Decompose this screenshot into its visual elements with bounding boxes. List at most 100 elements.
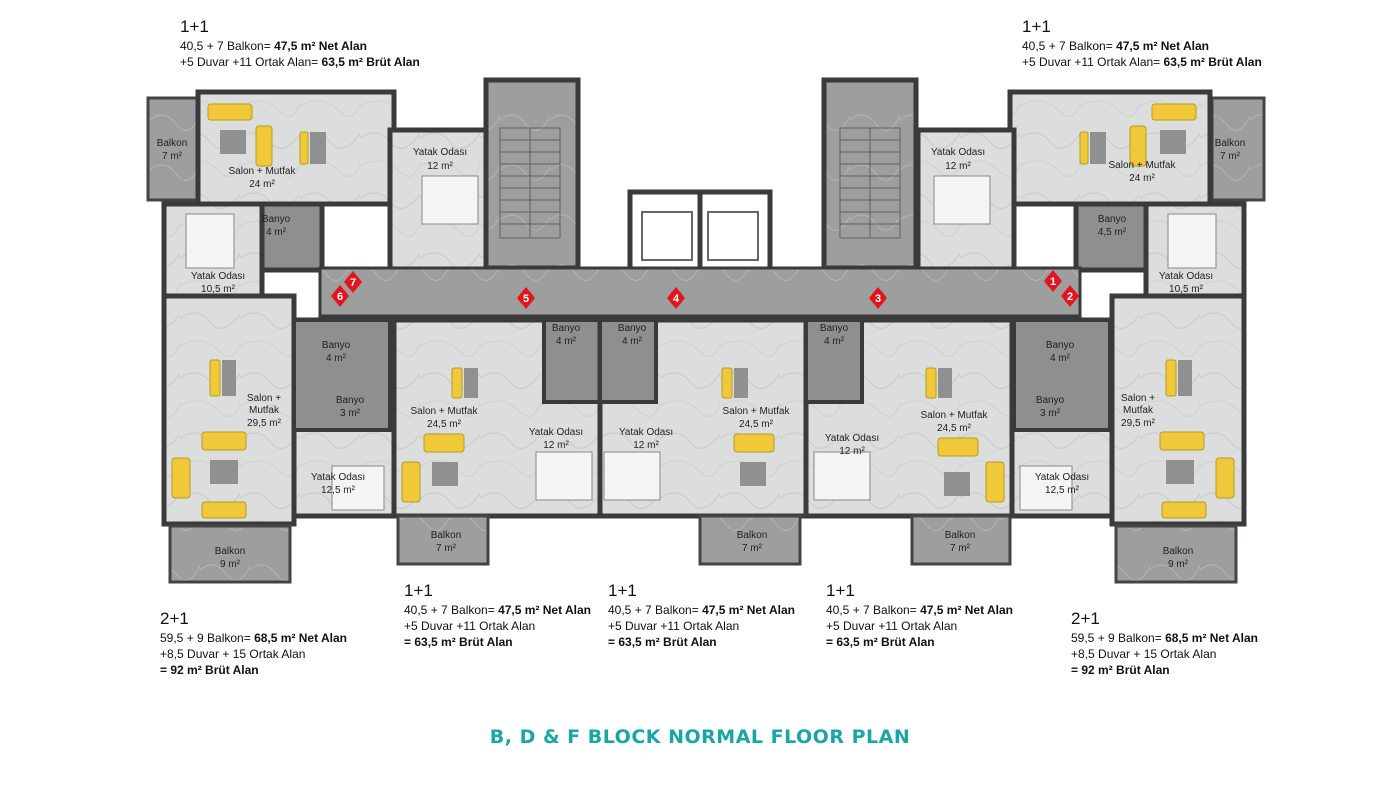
room-m2-salon-name: Salon + Mutfak	[723, 406, 791, 417]
marker-3: 3	[869, 287, 887, 309]
room-br-banyo1-area: 4 m²	[1050, 353, 1071, 364]
room-m1-banyo-area: 4 m²	[556, 336, 577, 347]
svg-text:6: 6	[337, 291, 343, 303]
room-tr-salon-area: 24 m²	[1129, 173, 1155, 184]
room-br-banyo2-name: Banyo	[1036, 395, 1065, 406]
room-bl-salon-area: 29,5 m²	[247, 418, 282, 429]
room-m2-balkon-name: Balkon	[737, 530, 768, 541]
unit-net-area: 47,5 m² Net Alan	[702, 603, 795, 617]
room-tl-yatak-name: Yatak Odası	[413, 147, 467, 158]
unit-info-bottom-left: 2+1 59,5 + 9 Balkon= 68,5 m² Net Alan +8…	[160, 608, 347, 678]
entrance-markers: 1 2 3 4 5 6 7	[331, 270, 1079, 309]
unit-net-formula: 40,5 + 7 Balkon=	[404, 603, 499, 617]
room-m3-yatak-area: 12 m²	[839, 446, 865, 457]
unit-type: 1+1	[1022, 17, 1051, 36]
unit-type: 1+1	[404, 581, 433, 600]
room-m1-balkon-name: Balkon	[431, 530, 462, 541]
room-m2-banyo-name: Banyo	[618, 323, 647, 334]
room-m3-banyo-area: 4 m²	[824, 336, 845, 347]
unit-gross-area: 63,5 m² Brüt Alan	[321, 55, 420, 69]
unit-info-top-left: 1+1 40,5 + 7 Balkon= 47,5 m² Net Alan +5…	[180, 16, 420, 70]
furniture	[171, 103, 1235, 519]
room-tl-banyo-area: 4 m²	[266, 227, 287, 238]
room-m3-salon-name: Salon + Mutfak	[921, 410, 989, 421]
unit-gross-area: = 63,5 m² Brüt Alan	[826, 635, 935, 649]
svg-text:3: 3	[875, 293, 881, 305]
room-m3-salon-area: 24,5 m²	[937, 423, 972, 434]
unit-type: 1+1	[180, 17, 209, 36]
room-tr-banyo-name: Banyo	[1098, 214, 1127, 225]
room-m3-balkon-area: 7 m²	[950, 543, 971, 554]
room-m1-salon-area: 24,5 m²	[427, 419, 462, 430]
room-bl-yatak-name: Yatak Odası	[311, 472, 365, 483]
unit-net-formula: 40,5 + 7 Balkon=	[180, 39, 275, 53]
marker-6: 6	[331, 285, 349, 307]
room-m3-banyo-name: Banyo	[820, 323, 849, 334]
unit-net-area: 47,5 m² Net Alan	[920, 603, 1013, 617]
room-m2-yatak-area: 12 m²	[633, 440, 659, 451]
room-tl-banyo-name: Banyo	[262, 214, 291, 225]
room-bl-banyo1-area: 4 m²	[326, 353, 347, 364]
room-bl-banyo2-name: Banyo	[336, 395, 365, 406]
unit-info-bottom-right: 2+1 59,5 + 9 Balkon= 68,5 m² Net Alan +8…	[1071, 608, 1258, 678]
unit-net-area: 47,5 m² Net Alan	[274, 39, 367, 53]
room-br-salon-line2: Mutfak	[1123, 405, 1154, 416]
plan-title: B, D & F BLOCK NORMAL FLOOR PLAN	[489, 726, 911, 748]
room-m3-yatak-name: Yatak Odası	[825, 433, 879, 444]
room-tr-balkon-name: Balkon	[1215, 138, 1246, 149]
unit-gross-area: = 63,5 m² Brüt Alan	[608, 635, 717, 649]
unit-info-bottom-mid2: 1+1 40,5 + 7 Balkon= 47,5 m² Net Alan +5…	[608, 580, 795, 650]
unit-type: 1+1	[608, 581, 637, 600]
room-br-banyo1-name: Banyo	[1046, 340, 1075, 351]
marker-1: 1	[1044, 270, 1062, 292]
unit-gross-area: = 63,5 m² Brüt Alan	[404, 635, 513, 649]
unit-gross-formula: +5 Duvar +11 Ortak Alan=	[1022, 55, 1164, 69]
unit-extra-formula: +5 Duvar +11 Ortak Alan	[608, 619, 740, 633]
room-l-yatak-area: 10,5 m²	[201, 284, 236, 295]
room-m2-yatak-name: Yatak Odası	[619, 427, 673, 438]
unit-gross-area: 63,5 m² Brüt Alan	[1163, 55, 1262, 69]
room-labels: Balkon 7 m² Salon + Mutfak 24 m² Yatak O…	[157, 138, 1246, 570]
unit-gross-area: = 92 m² Brüt Alan	[1071, 663, 1170, 677]
room-br-banyo2-area: 3 m²	[1040, 408, 1061, 419]
svg-text:5: 5	[523, 293, 529, 305]
room-tr-banyo-area: 4,5 m²	[1098, 227, 1127, 238]
unit-net-area: 47,5 m² Net Alan	[498, 603, 591, 617]
room-tl-salon-name: Salon + Mutfak	[229, 166, 297, 177]
room-l-yatak-name: Yatak Odası	[191, 271, 245, 282]
room-br-yatak-area: 12,5 m²	[1045, 485, 1080, 496]
unit-type: 2+1	[160, 609, 189, 628]
room-br-salon-line1: Salon +	[1121, 393, 1155, 404]
room-m2-salon-area: 24,5 m²	[739, 419, 774, 430]
unit-extra-formula: +8,5 Duvar + 15 Ortak Alan	[160, 647, 306, 661]
room-br-balkon-name: Balkon	[1163, 546, 1194, 557]
room-br-salon-area: 29,5 m²	[1121, 418, 1156, 429]
marker-2: 2	[1061, 285, 1079, 307]
room-bl-banyo2-area: 3 m²	[340, 408, 361, 419]
room-r-yatak-area: 10,5 m²	[1169, 284, 1204, 295]
unit-info-top-right: 1+1 40,5 + 7 Balkon= 47,5 m² Net Alan +5…	[1022, 16, 1262, 70]
room-tl-balkon-name: Balkon	[157, 138, 188, 149]
unit-net-formula: 40,5 + 7 Balkon=	[1022, 39, 1117, 53]
room-tr-yatak-name: Yatak Odası	[931, 147, 985, 158]
marker-7: 7	[344, 271, 362, 293]
unit-extra-formula: +5 Duvar +11 Ortak Alan	[826, 619, 958, 633]
room-bl-balkon-area: 9 m²	[220, 559, 241, 570]
svg-text:7: 7	[350, 277, 356, 289]
unit-net-formula: 40,5 + 7 Balkon=	[608, 603, 703, 617]
room-bl-salon-line2: Mutfak	[249, 405, 280, 416]
room-br-yatak-name: Yatak Odası	[1035, 472, 1089, 483]
room-m3-balkon-name: Balkon	[945, 530, 976, 541]
room-tr-balkon-area: 7 m²	[1220, 151, 1241, 162]
room-m2-banyo-area: 4 m²	[622, 336, 643, 347]
svg-text:1: 1	[1050, 276, 1056, 288]
unit-net-area: 47,5 m² Net Alan	[1116, 39, 1209, 53]
unit-type: 2+1	[1071, 609, 1100, 628]
room-tl-balkon-area: 7 m²	[162, 151, 183, 162]
room-m1-banyo-name: Banyo	[552, 323, 581, 334]
room-bl-yatak-area: 12,5 m²	[321, 485, 356, 496]
svg-text:2: 2	[1067, 291, 1073, 303]
room-r-yatak-name: Yatak Odası	[1159, 271, 1213, 282]
room-m2-balkon-area: 7 m²	[742, 543, 763, 554]
